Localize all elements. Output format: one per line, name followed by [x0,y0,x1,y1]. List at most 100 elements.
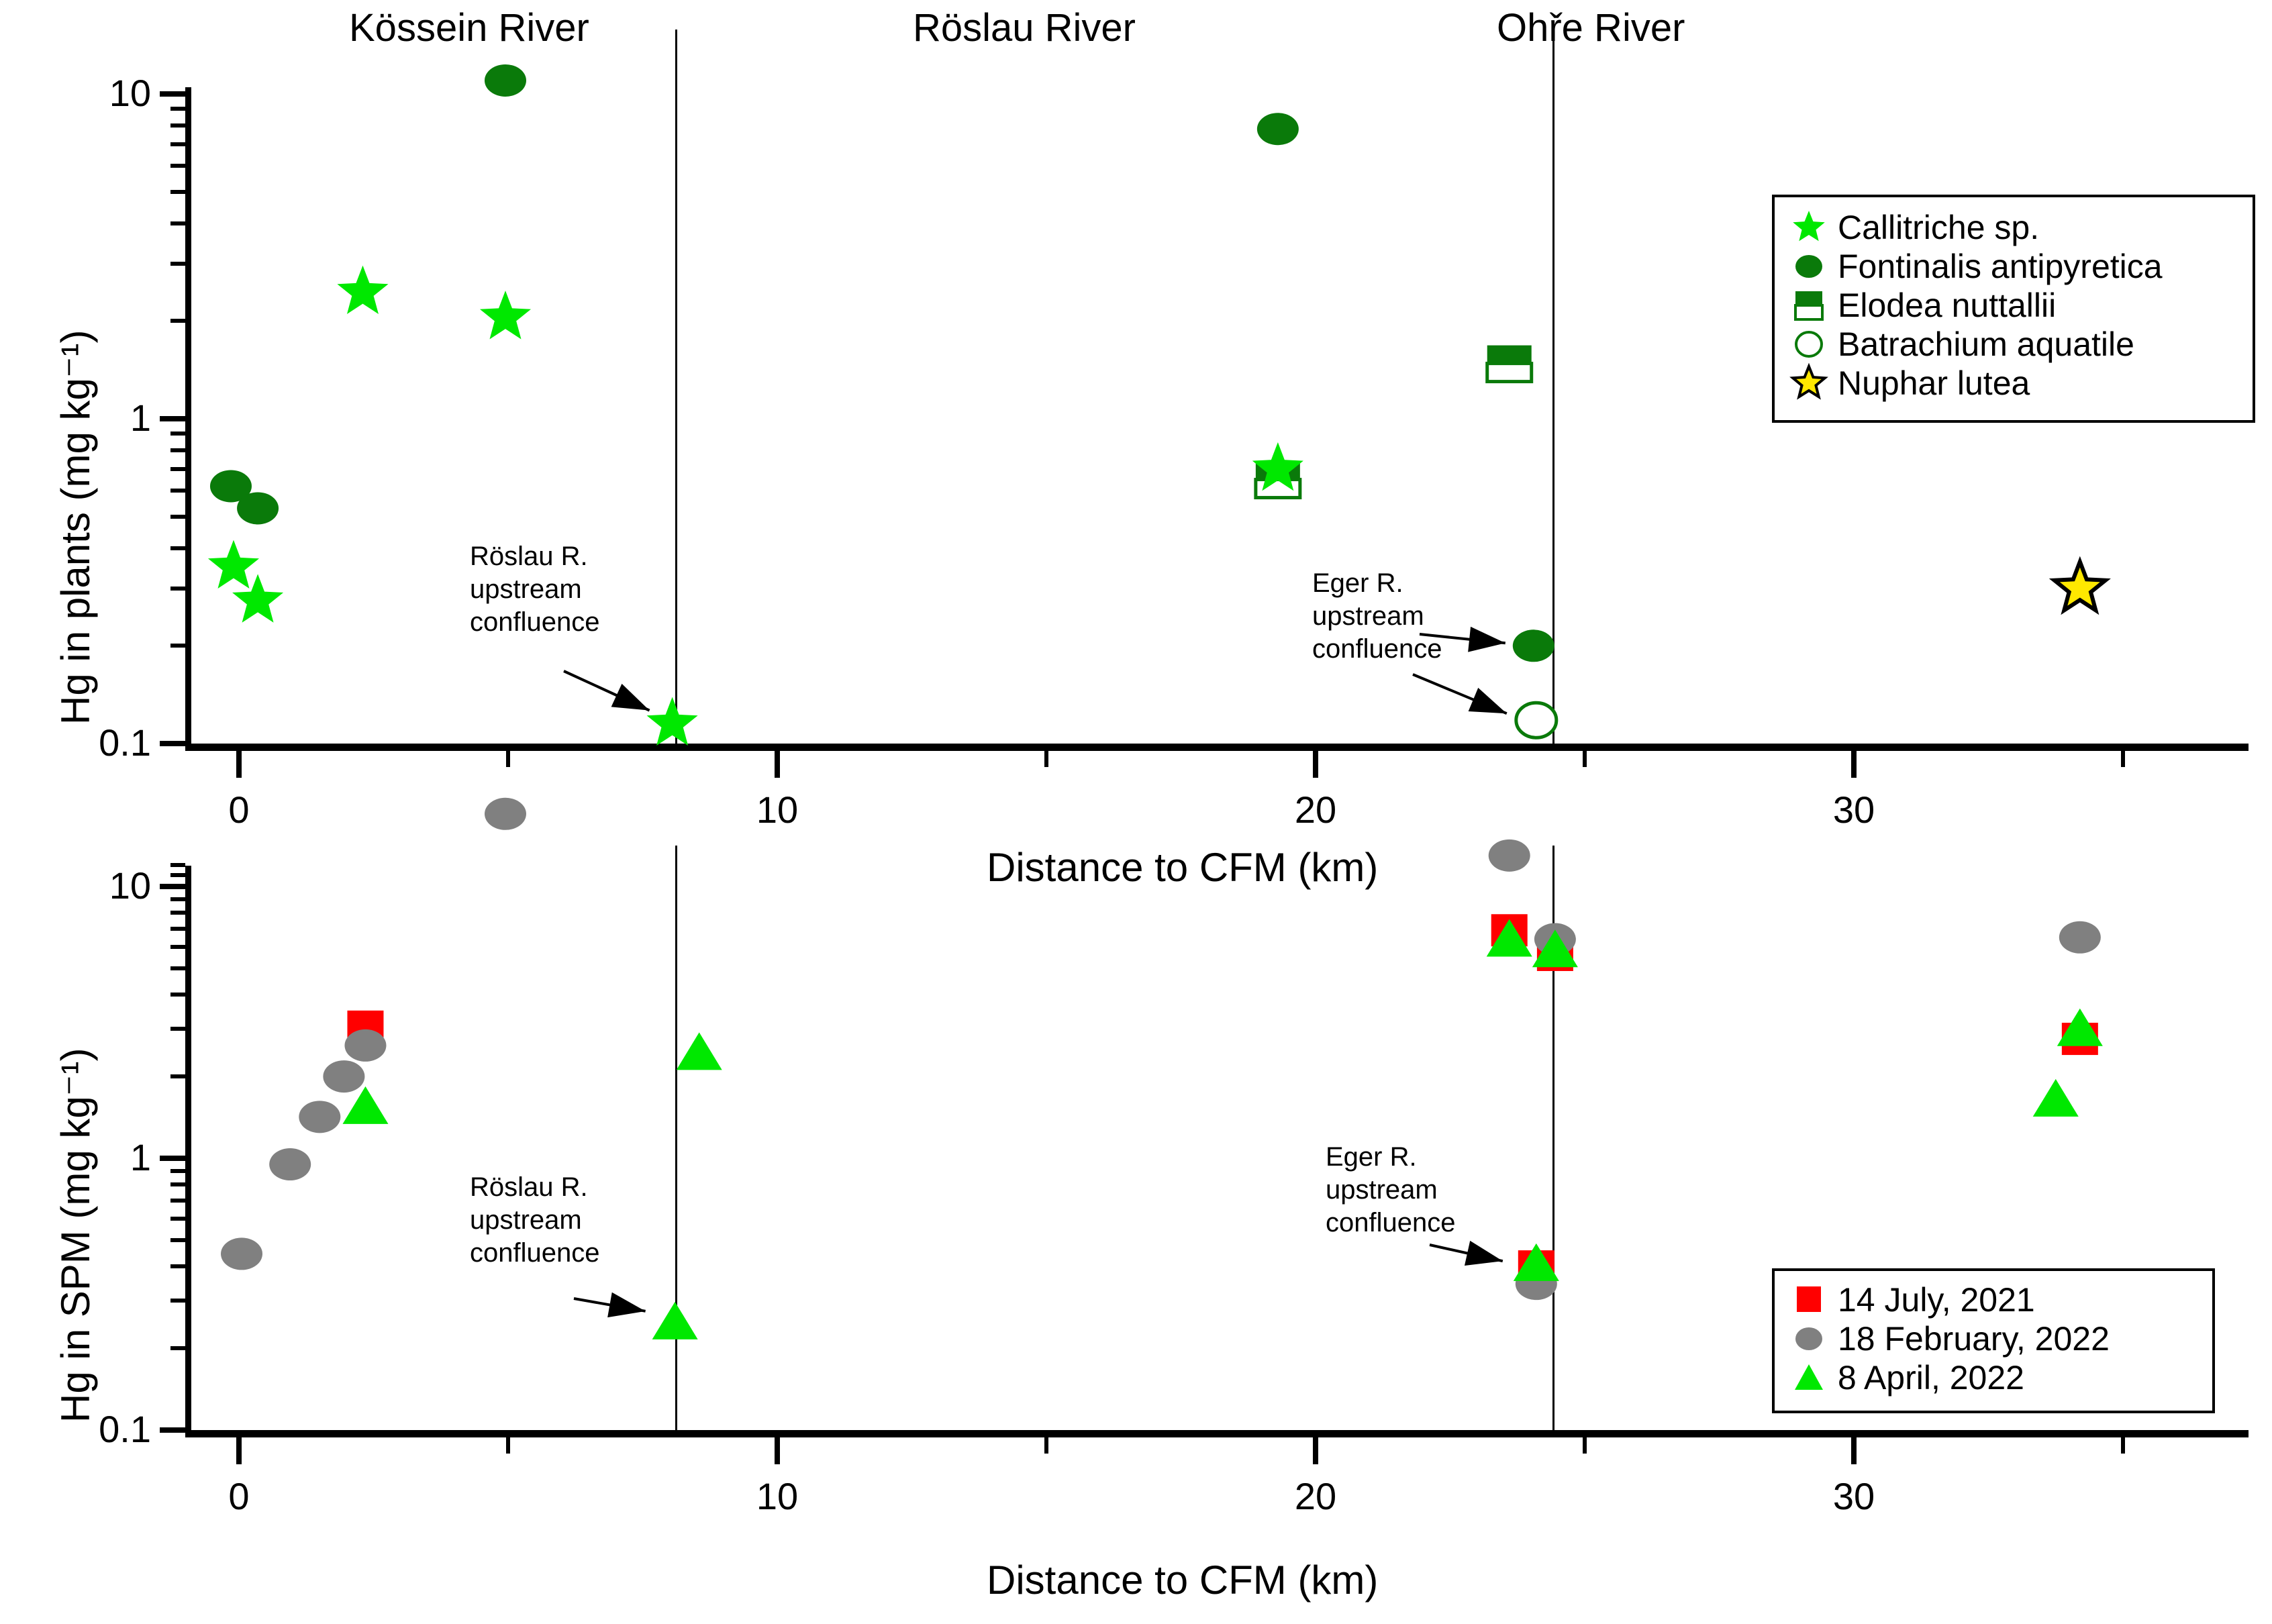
y-tick-minor [170,873,185,878]
legend-dates-item-3[interactable]: 8 April, 2022 [1780,1358,2206,1397]
x-tick-major [1851,1437,1857,1464]
river-header-3: Ohře River [1497,6,1685,50]
legend-species-symbol-half-square-icon [1780,287,1838,324]
legend-dates-label: 8 April, 2022 [1838,1359,2024,1397]
y-tick-label: 0.1 [99,721,151,764]
x-tick-major [1313,751,1318,778]
y-tick-minor [170,142,185,146]
y-axis-spine [185,87,191,748]
y-tick-label: 1 [130,1136,151,1178]
y-axis-title-bottom: Hg in SPM (mg kg⁻¹) [53,1048,98,1423]
x-tick-label: 10 [756,789,799,831]
y-tick-minor [170,1216,185,1221]
x-tick-label: 0 [228,789,250,831]
annotation-line: confluence [1326,1207,1456,1237]
x-tick-label: 10 [756,1475,799,1517]
y-tick-minor [170,221,185,225]
x-tick-major [236,751,242,778]
y-tick-minor [170,911,185,915]
annotation-line: Röslau R. [470,542,588,571]
legend-species-symbol-star-icon [1780,209,1838,246]
river-header-2: Röslau River [913,6,1136,50]
y-tick-major [160,91,185,97]
legend-species-label: Batrachium aquatile [1838,325,2134,363]
y-tick-minor [170,1264,185,1269]
y-tick-minor [170,1182,185,1187]
annotation-line: Eger R. [1326,1142,1417,1172]
x-tick-label: 20 [1294,789,1337,831]
y-tick-minor [170,1074,185,1079]
river-section-divider [675,846,677,1430]
x-tick-major [775,1437,780,1464]
y-tick-minor [170,262,185,266]
legend-dates-symbol-circle-icon [1780,1320,1838,1358]
x-tick-major [1851,751,1857,778]
legend-species-item-5[interactable]: Nuphar lutea [1780,362,2246,403]
y-tick-major [160,416,185,421]
y-tick-minor [170,466,185,471]
annotation-line: upstream [1312,601,1424,631]
x-tick-minor [1583,751,1587,767]
legend-dates-label: 14 July, 2021 [1838,1281,2035,1319]
x-axis-title-middle: Distance to CFM (km) [987,845,1379,890]
y-axis-title-top: Hg in plants (mg kg⁻¹) [53,329,98,725]
y-tick-minor [170,862,185,867]
y-tick-minor [170,966,185,970]
river-section-divider [1552,30,1554,744]
y-tick-minor [170,1346,185,1351]
legend-species-item-2[interactable]: Fontinalis antipyretica [1780,247,2246,286]
x-tick-label: 30 [1832,789,1875,831]
annotation-line: upstream [470,1205,582,1235]
legend-species-label: Nuphar lutea [1838,364,2030,402]
y-tick-label: 10 [109,72,151,114]
y-tick-minor [170,993,185,997]
y-tick-minor [170,123,185,128]
legend-species-symbol-open-circle-icon [1780,325,1838,363]
y-tick-minor [170,514,185,519]
y-tick-minor [170,1198,185,1203]
y-tick-major [160,1427,185,1433]
annotation-line: upstream [470,574,582,604]
legend-species-symbol-star-outline-icon [1780,362,1838,402]
y-tick-minor [170,644,185,648]
x-tick-major [1313,1437,1318,1464]
x-axis-spine [185,744,2249,751]
legend-species-item-3[interactable]: Elodea nuttallii [1780,286,2246,325]
river-header-1: Kössein River [349,6,589,50]
legend-dates-item-2[interactable]: 18 February, 2022 [1780,1319,2206,1358]
x-tick-minor [2121,1437,2125,1454]
y-tick-minor [170,189,185,194]
x-tick-label: 20 [1294,1475,1337,1517]
x-tick-label: 0 [228,1475,250,1517]
annotation-line: confluence [1312,633,1442,664]
y-tick-label: 10 [109,864,151,907]
x-axis-spine [185,1430,2249,1437]
legend-species-item-1[interactable]: Callitriche sp. [1780,208,2246,247]
x-tick-major [236,1437,242,1464]
legend-dates-symbol-triangle-icon [1780,1359,1838,1397]
legend-dates-item-1[interactable]: 14 July, 2021 [1780,1280,2206,1319]
annotation-line: upstream [1326,1174,1438,1205]
annotation-line: Eger R. [1312,568,1403,598]
x-tick-minor [1044,1437,1048,1454]
legend-dates-symbol-square-icon [1780,1281,1838,1319]
annotation-line: Röslau R. [470,1172,588,1202]
legend-species-symbol-circle-icon [1780,248,1838,285]
y-tick-minor [170,1237,185,1242]
legend-species-label: Elodea nuttallii [1838,287,2057,324]
y-tick-minor [170,546,185,550]
x-tick-minor [506,1437,510,1454]
legend-species-item-4[interactable]: Batrachium aquatile [1780,325,2246,364]
y-tick-major [160,884,185,889]
x-tick-major [775,751,780,778]
y-tick-minor [170,1026,185,1031]
x-tick-minor [1583,1437,1587,1454]
